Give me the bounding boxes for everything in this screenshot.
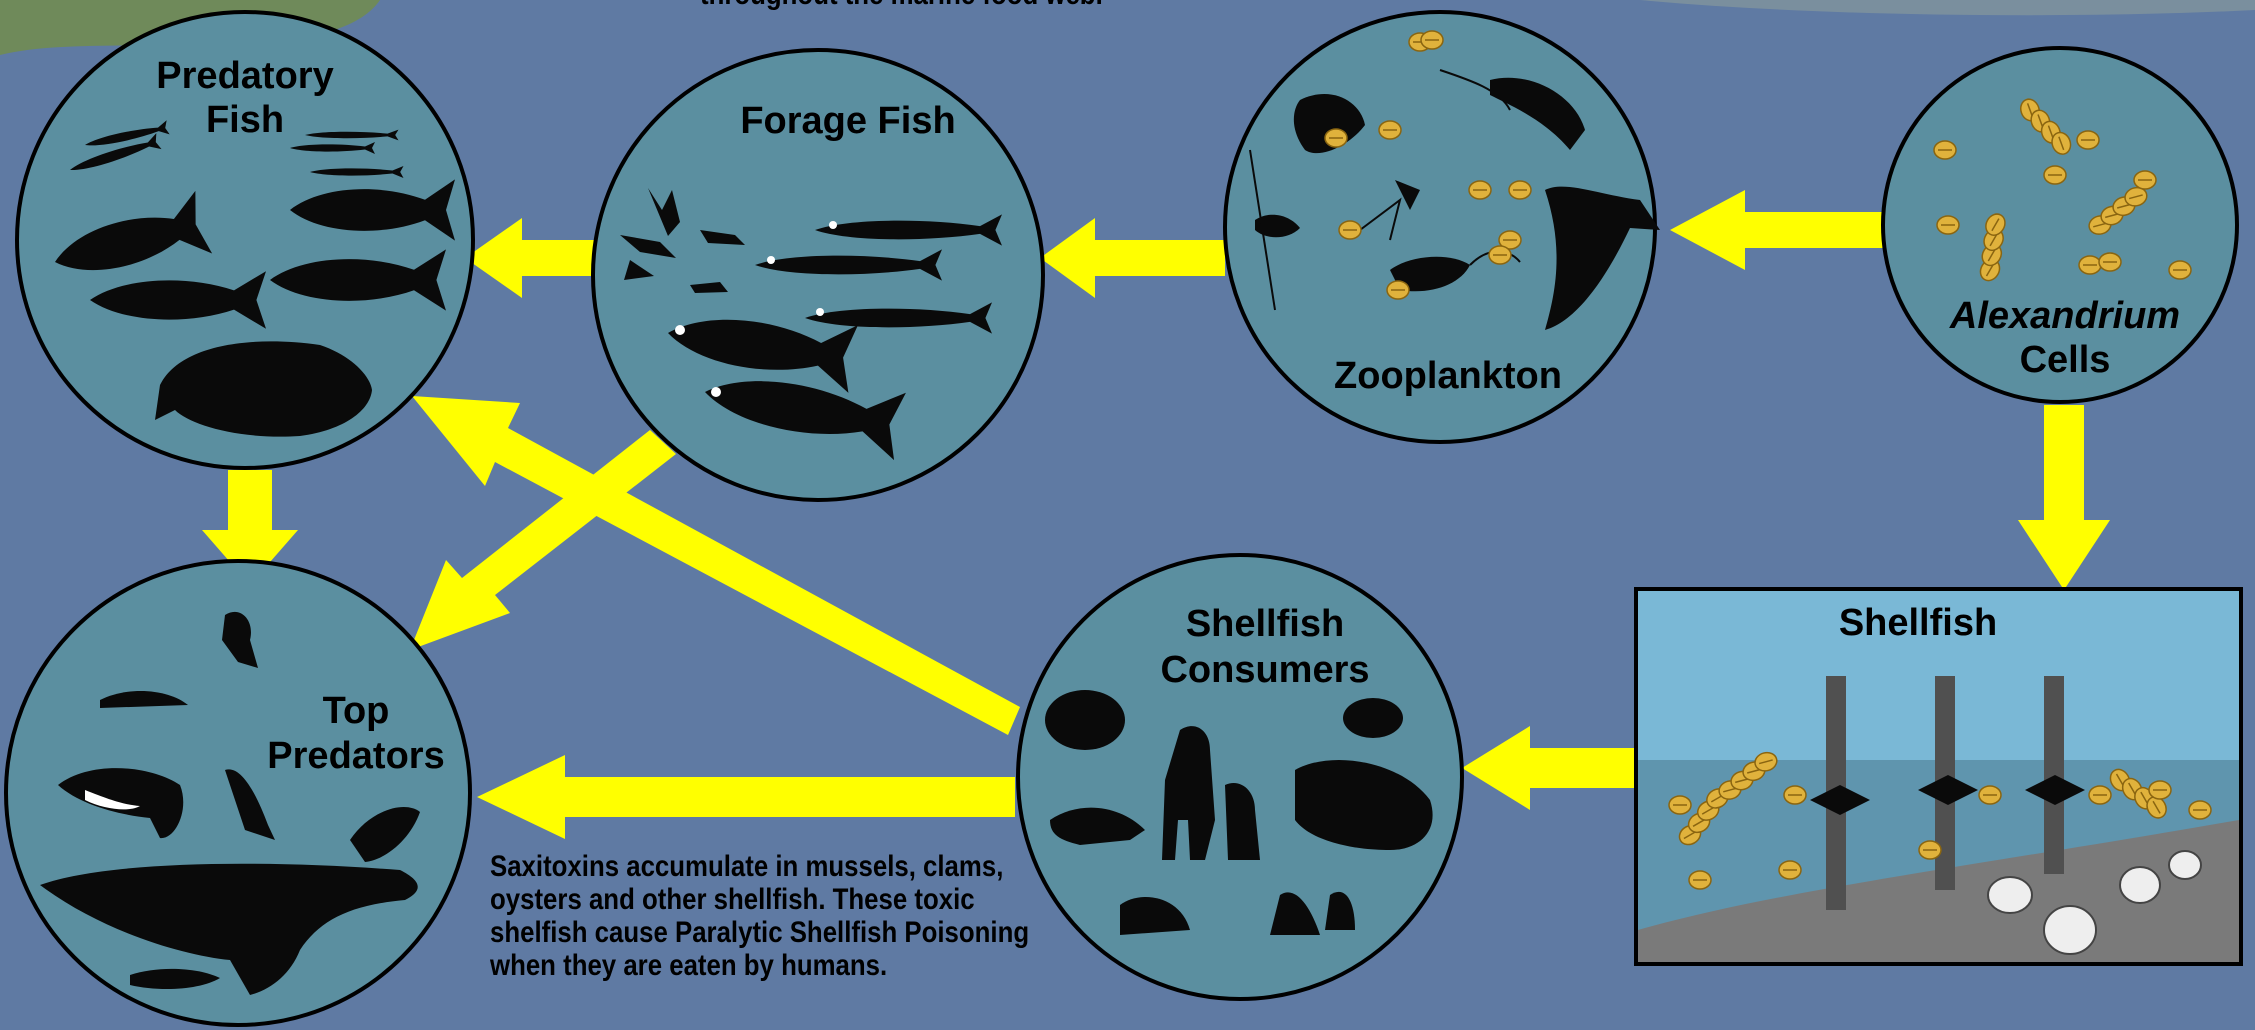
arrow-consumers-to-top-predators — [477, 755, 1015, 839]
caption-line-3: shelfish cause Paralytic Shellfish Poiso… — [490, 916, 1006, 949]
shellfish-consumers-label-1: Shellfish — [1186, 603, 1344, 645]
node-shellfish: Shellfish — [1636, 589, 2241, 964]
predatory-fish-label-1: Predatory — [156, 55, 333, 97]
caption-line-2: oysters and other shellfish. These toxic — [490, 883, 1006, 916]
top-note-text: throughout the marine food web. — [700, 0, 1103, 12]
forage-fish-label: Forage Fish — [740, 100, 955, 142]
arrow-alexandrium-to-shellfish — [2018, 405, 2110, 590]
shellfish-label: Shellfish — [1839, 602, 1997, 644]
top-predators-label-2: Predators — [267, 735, 444, 777]
alexandrium-label-2: Cells — [2020, 339, 2111, 381]
arrow-shellfish-to-consumers — [1462, 726, 1640, 810]
node-alexandrium: Alexandrium Cells — [1883, 48, 2237, 402]
saxitoxin-caption: Saxitoxins accumulate in mussels, clams,… — [490, 850, 1006, 982]
node-predatory-fish: Predatory Fish — [17, 12, 473, 468]
shoreline-top-right — [1640, 0, 2255, 15]
node-shellfish-consumers: Shellfish Consumers — [1018, 555, 1462, 999]
arrow-alexandrium-to-zooplankton — [1670, 190, 1885, 270]
arrow-forage-to-predatory-fish — [465, 218, 598, 298]
node-forage-fish: Forage Fish — [593, 50, 1043, 500]
alexandrium-label-1: Alexandrium — [1949, 295, 2180, 337]
zooplankton-label: Zooplankton — [1334, 355, 1562, 397]
caption-line-1: Saxitoxins accumulate in mussels, clams, — [490, 850, 1006, 883]
node-zooplankton: Zooplankton — [1225, 12, 1660, 442]
predatory-fish-label-2: Fish — [206, 99, 284, 141]
caption-line-4: when they are eaten by humans. — [490, 949, 1006, 982]
node-top-predators: Top Predators — [6, 561, 470, 1025]
top-predators-label-1: Top — [323, 690, 390, 732]
shellfish-consumers-label-2: Consumers — [1160, 649, 1369, 691]
arrow-zooplankton-to-forage-fish — [1040, 218, 1225, 298]
